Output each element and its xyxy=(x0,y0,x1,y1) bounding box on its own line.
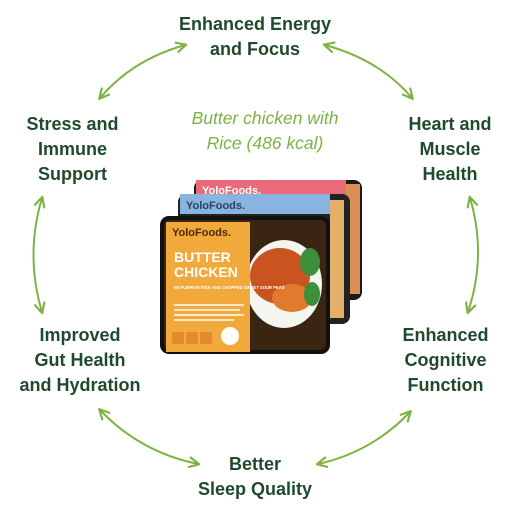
meal-packages-image: YoloFoods. YoloFoods. YoloFoods. BUTTER … xyxy=(160,180,362,354)
benefit-stress-immune-line1: Stress and xyxy=(26,114,119,134)
benefit-heart-muscle-line1: Heart and xyxy=(408,114,492,134)
benefit-cognitive-line2: Cognitive xyxy=(404,350,487,370)
mascot-icon xyxy=(221,327,239,345)
benefit-cognitive: Enhanced Cognitive Function xyxy=(383,323,508,398)
benefit-sleep-line1: Better xyxy=(228,454,281,474)
benefit-gut-hydration: Improved Gut Health and Hydration xyxy=(5,323,155,398)
meal-caption-line1: Butter chicken with xyxy=(191,108,339,128)
benefit-stress-immune: Stress and Immune Support xyxy=(10,112,135,187)
benefit-energy-focus-line2: and Focus xyxy=(209,39,300,59)
benefit-heart-muscle-line2: Muscle xyxy=(419,139,481,159)
arrow-bottom-right xyxy=(315,410,412,468)
meal-caption-line2: Rice (486 kcal) xyxy=(206,133,324,153)
arrow-bottom-left xyxy=(98,408,201,469)
sleeve-fine-print xyxy=(174,304,244,321)
benefit-stress-immune-line3: Support xyxy=(38,164,107,184)
arrow-right xyxy=(465,195,480,315)
benefit-energy-focus-line1: Enhanced Energy xyxy=(178,14,332,34)
benefit-energy-focus: Enhanced Energy and Focus xyxy=(160,12,350,62)
benefit-stress-immune-line2: Immune xyxy=(37,139,107,159)
benefit-gut-hydration-line3: and Hydration xyxy=(19,375,141,395)
benefit-gut-hydration-line1: Improved xyxy=(39,325,121,345)
benefit-sleep-line2: Sleep Quality xyxy=(197,479,313,499)
blue-lid-brand: YoloFoods. xyxy=(186,200,245,212)
arrow-left xyxy=(32,195,46,315)
benefit-cognitive-line1: Enhanced xyxy=(402,325,489,345)
sleeve-name-line1: BUTTER xyxy=(174,249,231,265)
sleeve-subtitle: W/ PUMPKIN RICE AND CHOPPED SWEET SOUR P… xyxy=(174,285,285,290)
arrow-top-left xyxy=(98,41,188,100)
sleeve-name-line2: CHICKEN xyxy=(174,264,238,280)
benefit-cognitive-line3: Function xyxy=(407,375,484,395)
nutrition-badges xyxy=(172,332,212,344)
sleeve-brand: YoloFoods. xyxy=(172,227,231,239)
benefit-heart-muscle-line3: Health xyxy=(422,164,478,184)
meal-caption: Butter chicken with Rice (486 kcal) xyxy=(160,106,370,156)
benefit-heart-muscle: Heart and Muscle Health xyxy=(390,112,508,187)
arrow-top-right xyxy=(322,41,414,100)
benefit-gut-hydration-line2: Gut Health xyxy=(34,350,126,370)
benefit-sleep: Better Sleep Quality xyxy=(180,452,330,502)
